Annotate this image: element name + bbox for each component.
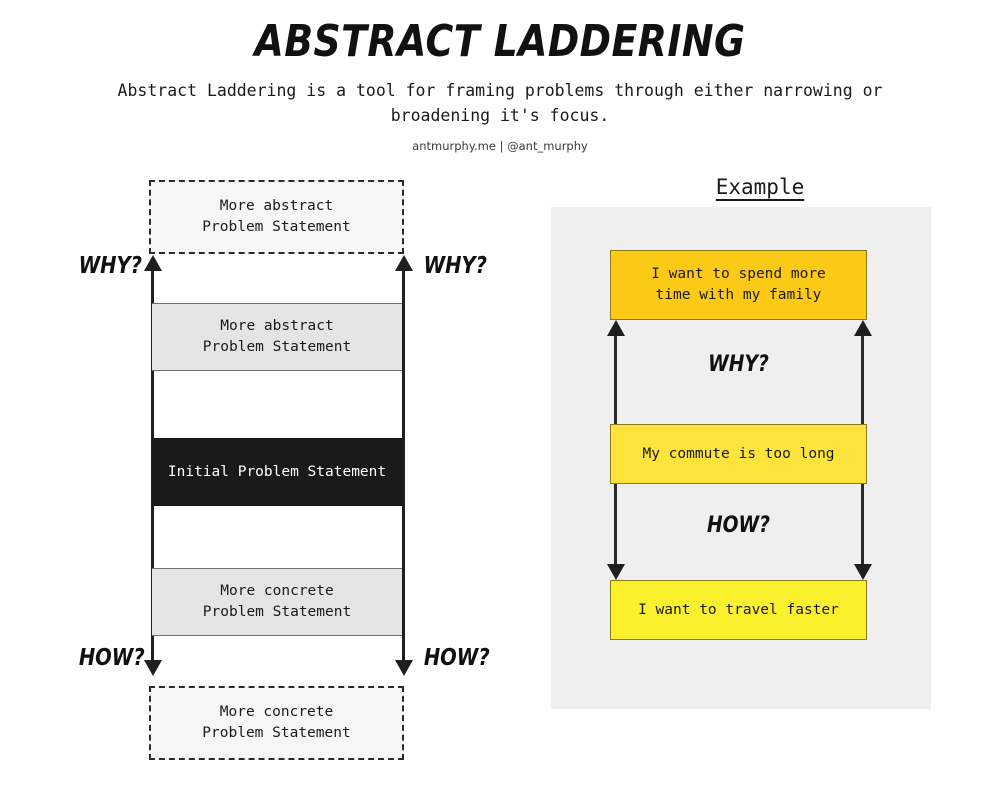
example-arrow-up-left-icon: [606, 320, 625, 336]
label-why-right: WHY?: [423, 253, 488, 279]
ladder-box-initial-problem-statement: Initial Problem Statement: [152, 438, 402, 506]
label-why-left: WHY?: [78, 253, 143, 279]
arrow-down-right-icon: [394, 660, 413, 676]
ladder-rail-right: [402, 266, 405, 660]
label-how-right: HOW?: [423, 645, 490, 671]
arrow-up-left-icon: [143, 255, 162, 271]
example-arrow-up-right-icon: [853, 320, 872, 336]
page-subtitle: Abstract Laddering is a tool for framing…: [117, 81, 883, 125]
example-heading: Example: [715, 175, 805, 199]
example-arrow-down-left-icon: [606, 564, 625, 580]
example-why-rail-right: [861, 336, 864, 424]
example-box-commute-too-long: My commute is too long: [610, 424, 867, 484]
example-why-rail-left: [614, 336, 617, 424]
label-how-left: HOW?: [78, 645, 145, 671]
example-how-rail-right: [861, 484, 864, 564]
arrow-down-left-icon: [143, 660, 162, 676]
example-box-travel-faster: I want to travel faster: [610, 580, 867, 640]
credit-line: antmurphy.me | @ant_murphy: [412, 139, 588, 153]
example-arrow-down-right-icon: [853, 564, 872, 580]
arrow-up-right-icon: [394, 255, 413, 271]
page-title: ABSTRACT LADDERING: [254, 16, 746, 67]
example-how-rail-left: [614, 484, 617, 564]
example-label-how: HOW?: [706, 513, 771, 538]
example-label-why: WHY?: [708, 352, 769, 377]
